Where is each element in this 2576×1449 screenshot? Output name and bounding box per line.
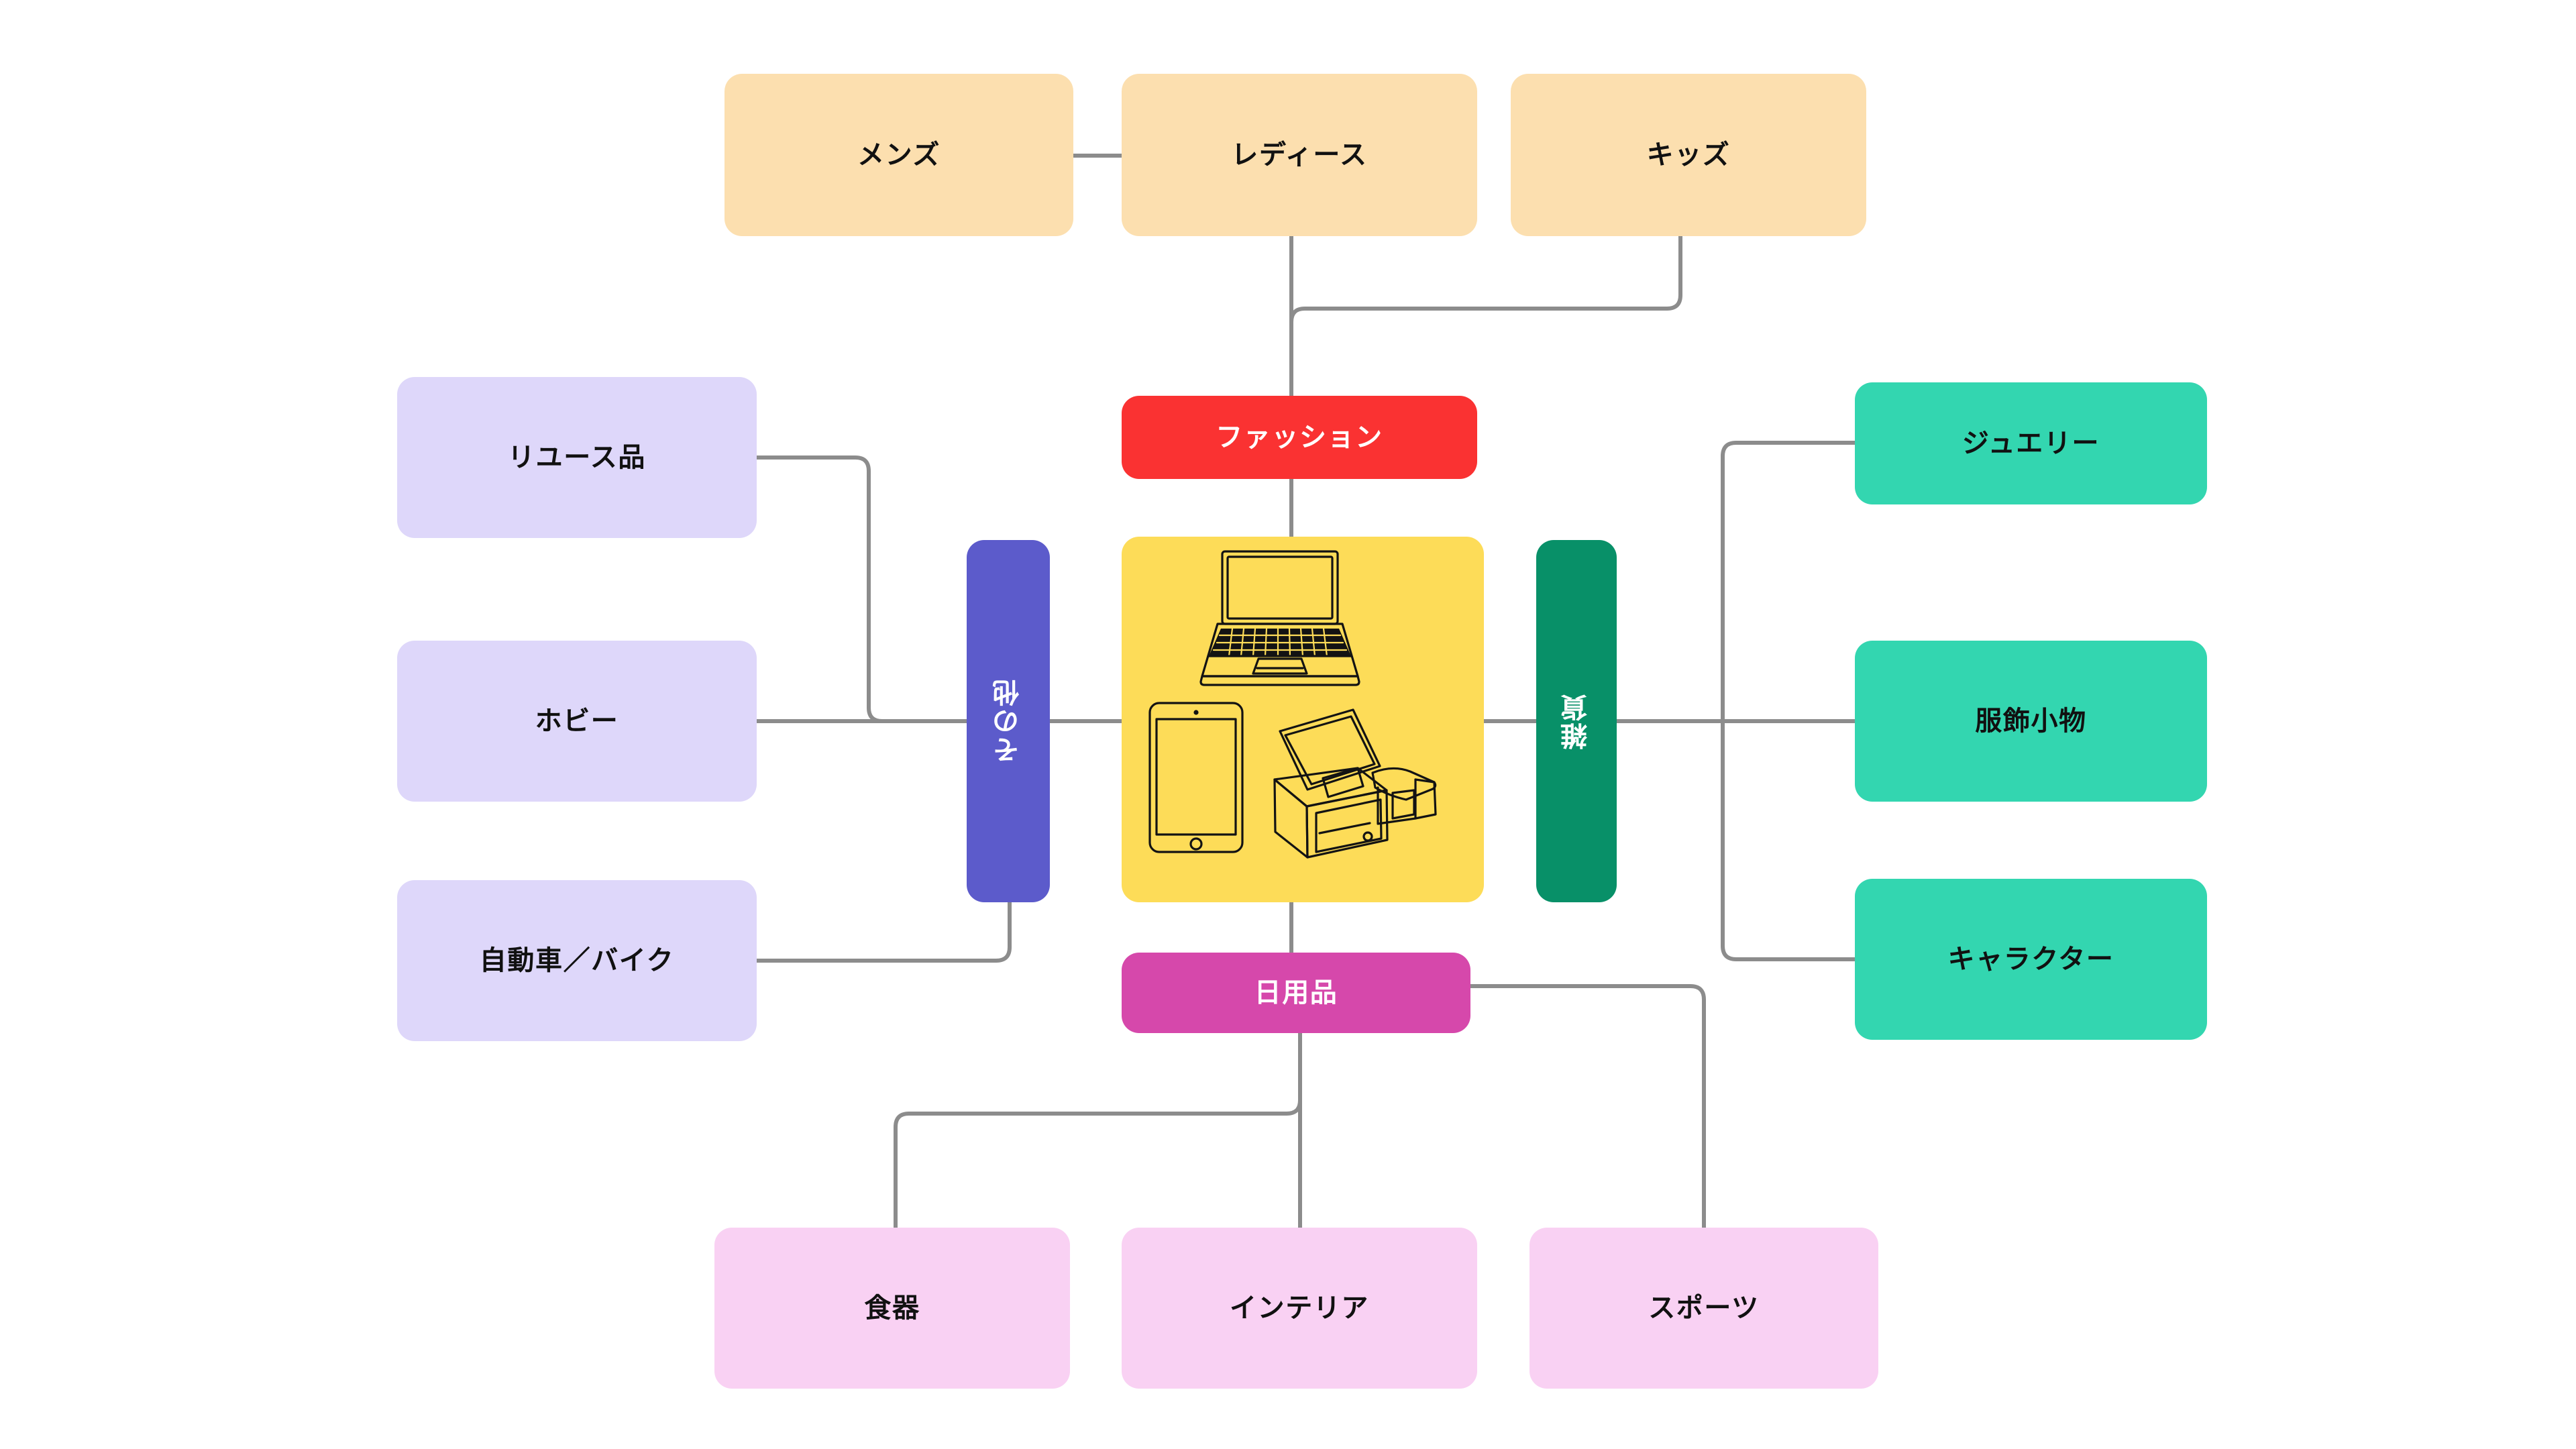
node-reuse[interactable]: リユース品 (397, 377, 757, 538)
node-kids[interactable]: キッズ (1511, 74, 1866, 236)
node-ladies[interactable]: レディース (1122, 74, 1477, 236)
node-jewelry[interactable]: ジュエリー (1855, 382, 2207, 504)
node-interior[interactable]: インテリア (1122, 1228, 1477, 1389)
edge-car-to-sonota (755, 900, 1012, 963)
node-hobby[interactable]: ホビー (397, 641, 757, 802)
hub-nichiyohin-label: 日用品 (1254, 977, 1338, 1008)
node-tableware[interactable]: 食器 (714, 1228, 1070, 1389)
node-interior-label: インテリア (1230, 1293, 1369, 1324)
node-car-bike-label: 自動車／バイク (479, 945, 675, 976)
center-node[interactable] (1122, 537, 1484, 902)
hub-zakka[interactable]: 雑貨 (1536, 540, 1617, 902)
hub-zakka-label: 雑貨 (1561, 692, 1592, 750)
hub-sonota[interactable]: その他 (967, 540, 1050, 902)
node-ladies-label: レディース (1231, 140, 1368, 170)
node-fashion-accessories-label: 服飾小物 (1975, 706, 2087, 737)
laptop-tablet-pos-register-illustration (1148, 550, 1437, 859)
node-sports-label: スポーツ (1648, 1293, 1760, 1324)
node-mens[interactable]: メンズ (724, 74, 1073, 236)
node-fashion-accessories[interactable]: 服飾小物 (1855, 641, 2207, 802)
hub-nichiyohin[interactable]: 日用品 (1122, 953, 1470, 1033)
node-kids-label: キッズ (1646, 140, 1731, 170)
node-jewelry-label: ジュエリー (1962, 428, 2100, 459)
edge-zakka-to-character (1721, 719, 1857, 961)
node-sports[interactable]: スポーツ (1529, 1228, 1878, 1389)
node-hobby-label: ホビー (535, 706, 619, 737)
hub-fashion-label: ファッション (1216, 422, 1383, 453)
node-character[interactable]: キャラクター (1855, 879, 2207, 1040)
hub-sonota-label: その他 (993, 678, 1024, 764)
node-tableware-label: 食器 (864, 1293, 920, 1324)
node-mens-label: メンズ (857, 140, 941, 170)
hub-fashion[interactable]: ファッション (1122, 396, 1477, 479)
node-reuse-label: リユース品 (508, 442, 646, 473)
edge-nichiyohin-to-sports (1467, 984, 1706, 1230)
node-character-label: キャラクター (1947, 944, 2114, 975)
edge-zakka-to-jewelry (1721, 441, 1857, 723)
edge-kids-to-fashion (1289, 233, 1682, 398)
node-car-bike[interactable]: 自動車／バイク (397, 880, 757, 1041)
edge-reuse-to-sonota (755, 455, 884, 723)
edge-nichiyohin-to-tableware (894, 1098, 1302, 1230)
